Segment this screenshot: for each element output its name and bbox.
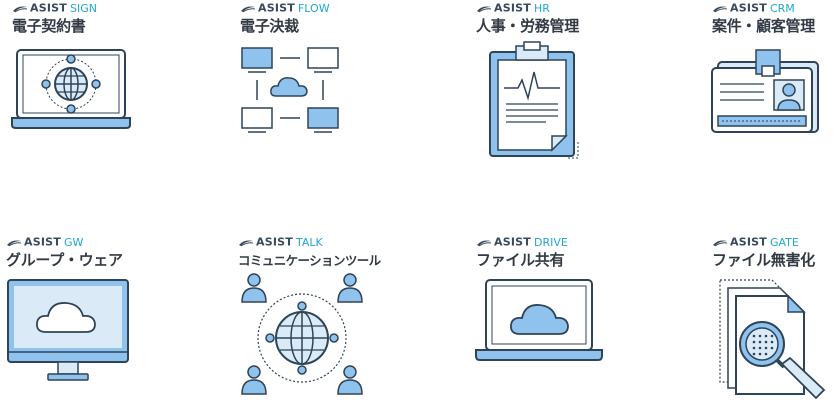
laptop-cloud-icon [475,279,603,361]
laptop-globe-icon [11,49,131,129]
id-card-icon [711,49,819,133]
product-title: 人事・労務管理 [476,17,579,35]
swoosh-icon [7,240,22,246]
swoosh-icon [239,240,254,246]
swoosh-icon [13,6,28,12]
product-title: ファイル無害化 [712,251,815,269]
clipboard-document-icon [489,41,579,159]
file-magnifier-icon [719,279,826,400]
workflow-cloud-icon [241,47,339,133]
swoosh-icon [477,6,492,12]
product-title: 案件・顧客管理 [712,17,815,35]
swoosh-icon [477,240,492,246]
people-globe-icon [241,273,363,395]
product-title: コミュニケーションツール [238,253,381,268]
swoosh-icon [713,240,728,246]
swoosh-icon [713,6,728,12]
product-title: 電子契約書 [12,17,86,35]
product-title: 電子決裁 [240,17,299,35]
product-title: グループ・ウェア [6,251,123,269]
monitor-cloud-icon [7,279,129,381]
product-title: ファイル共有 [476,251,565,269]
swoosh-icon [241,6,256,12]
